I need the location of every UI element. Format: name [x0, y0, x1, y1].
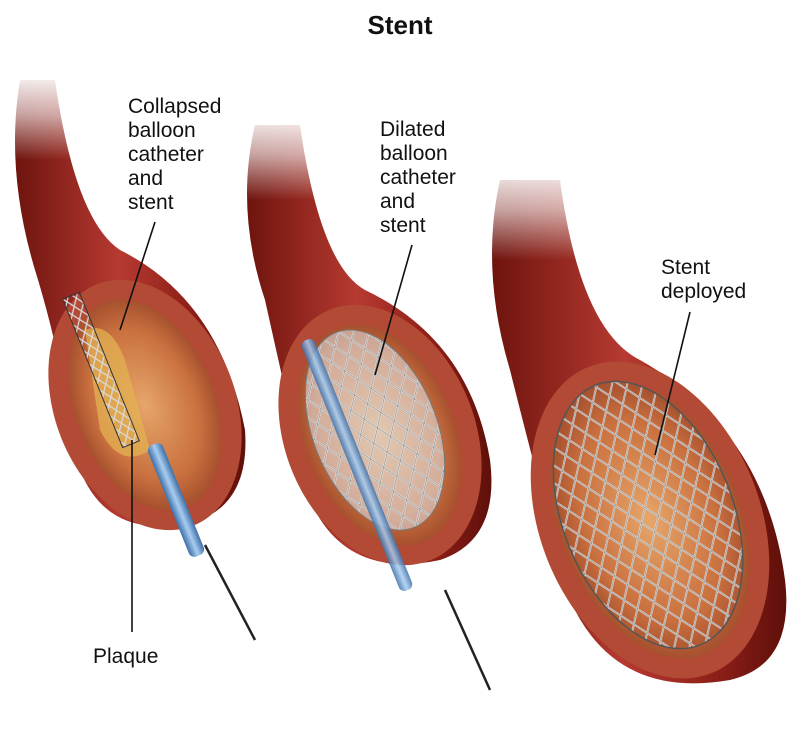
leader-deployed [654, 311, 691, 456]
vessel-deployed [470, 160, 787, 684]
dilated-stent [304, 329, 446, 531]
deployed-stent [552, 380, 744, 650]
guidewire-2 [443, 589, 492, 691]
label-dilated-balloon-catheter: Dilated balloon catheter and stent [380, 118, 456, 237]
guidewire-1 [203, 544, 257, 641]
leader-collapsed [119, 221, 156, 331]
collapsed-stent [62, 291, 140, 449]
vessel-fade [0, 70, 80, 160]
label-collapsed-balloon-catheter: Collapsed balloon catheter and stent [128, 95, 222, 214]
label-stent-deployed: Stent deployed [661, 256, 747, 303]
diagram-title: Stent [367, 10, 433, 40]
vessel-fade [230, 110, 320, 200]
catheter-2 [301, 339, 413, 591]
catheter-1 [147, 443, 205, 557]
vessel-collapsed [0, 70, 257, 641]
leader-dilated [374, 244, 413, 376]
vessel-fade [470, 160, 580, 260]
label-plaque: Plaque [93, 645, 159, 668]
vessel-dilated [230, 110, 492, 691]
